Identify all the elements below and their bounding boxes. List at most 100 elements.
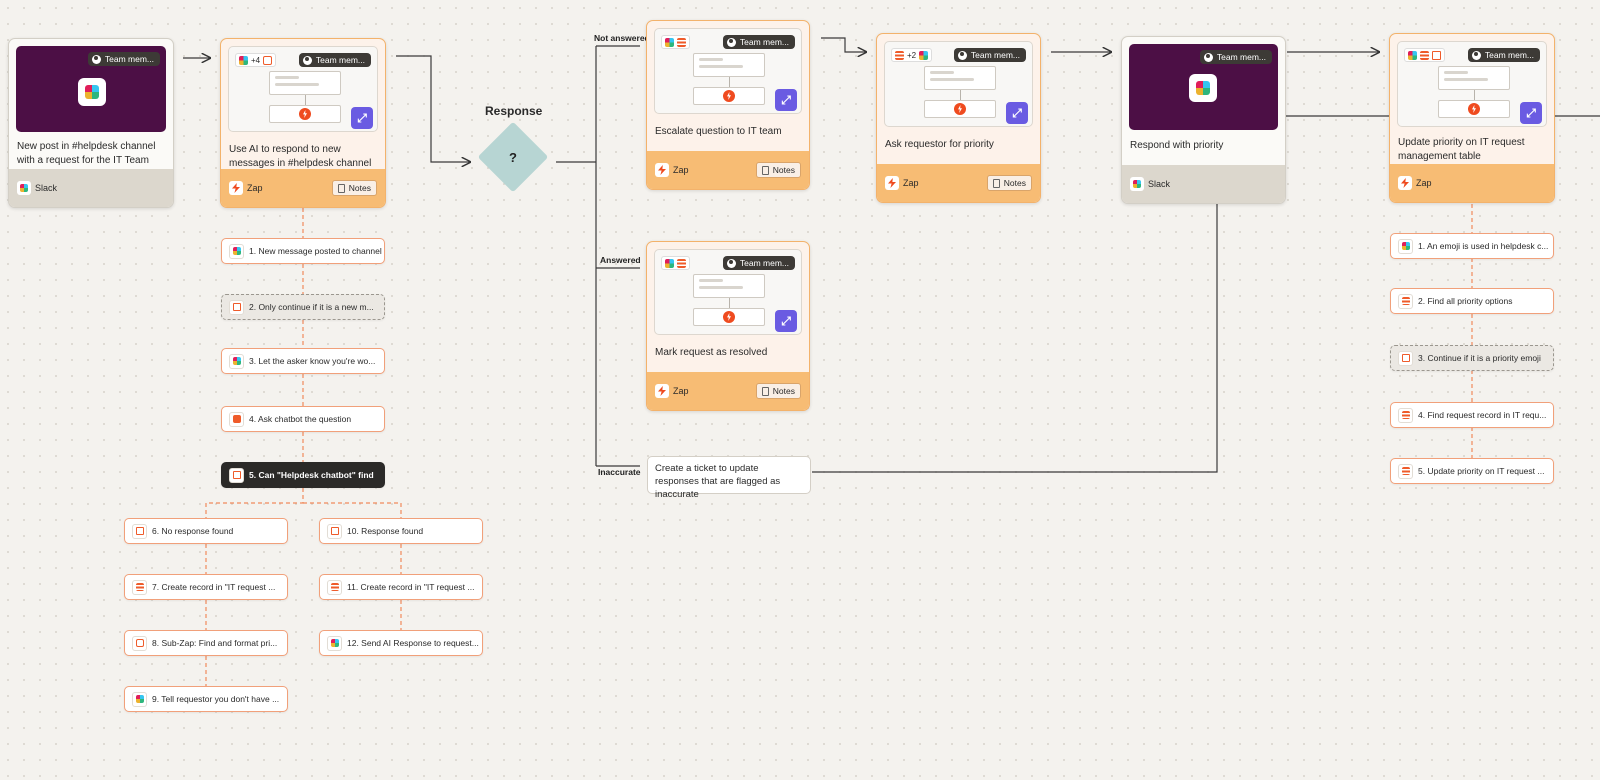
path-icon [327, 523, 342, 539]
filter-icon [229, 299, 244, 315]
branch-label-not-answered: Not answered [594, 33, 650, 43]
table-icon [1398, 293, 1413, 309]
user-icon [91, 54, 101, 64]
card-preview: +2 Team mem... ⤢ [884, 41, 1033, 127]
card-preview: Team mem... [16, 46, 166, 132]
right-step-4[interactable]: 4. Find request record in IT requ... [1390, 402, 1554, 428]
trigger-card[interactable]: Team mem... New post in #helpdesk channe… [8, 38, 174, 208]
step-3[interactable]: 3. Let the asker know you're wo... [221, 348, 385, 374]
inaccurate-ticket-node[interactable]: Create a ticket to update responses that… [647, 456, 811, 500]
team-member-chip[interactable]: Team mem... [1199, 50, 1272, 64]
card-title: New post in #helpdesk channel with a req… [17, 141, 156, 166]
filter-icon [1398, 350, 1413, 366]
team-member-chip[interactable]: Team mem... [298, 53, 371, 67]
zap-bolt-icon [954, 103, 966, 115]
expand-button[interactable]: ⤢ [775, 310, 797, 332]
slack-icon [327, 635, 342, 651]
table-icon [677, 258, 686, 268]
team-member-chip[interactable]: Team mem... [953, 48, 1026, 62]
zap-bolt-icon [723, 90, 735, 102]
slack-icon [1398, 238, 1413, 254]
zap-card-ai-respond[interactable]: +4 Team mem... ⤢ Use AI to respond to ne… [220, 38, 386, 208]
notes-button[interactable]: Notes [986, 175, 1032, 191]
right-step-1[interactable]: 1. An emoji is used in helpdesk c... [1390, 233, 1554, 259]
zap-icon [1398, 176, 1412, 190]
team-member-chip[interactable]: Team mem... [722, 256, 795, 270]
zap-icon [885, 176, 899, 190]
zap-card-escalate[interactable]: Team mem... ⤢ Escalate question to IT te… [646, 20, 810, 190]
slack-card-respond-priority[interactable]: Team mem... Respond with priority Slack [1121, 36, 1286, 204]
expand-button[interactable]: ⤢ [351, 107, 373, 129]
user-icon [726, 37, 736, 47]
zap-card-resolved[interactable]: Team mem... ⤢ Mark request as resolved Z… [646, 241, 810, 411]
app-icons-group [661, 256, 690, 270]
expand-button[interactable]: ⤢ [775, 89, 797, 111]
table-icon [677, 37, 686, 47]
user-icon [957, 50, 967, 60]
team-member-chip[interactable]: Team mem... [722, 35, 795, 49]
card-footer: Zap Notes [647, 372, 809, 410]
card-title: Respond with priority [1130, 140, 1224, 151]
app-icons-group: +4 [235, 53, 277, 67]
user-icon [1471, 50, 1481, 60]
slack-icon [132, 691, 147, 707]
step-9[interactable]: 9. Tell requestor you don't have ... [124, 686, 288, 712]
zap-icon [655, 163, 669, 177]
card-title: Use AI to respond to new messages in #he… [229, 144, 372, 169]
slack-icon [1408, 50, 1417, 60]
path-icon [132, 523, 147, 539]
zap-bolt-icon [1468, 103, 1480, 115]
right-step-3-filter[interactable]: 3. Continue if it is a priority emoji [1390, 345, 1554, 371]
subzap-icon [132, 635, 147, 651]
notes-button[interactable]: Notes [755, 383, 801, 399]
zap-bolt-icon [299, 108, 311, 120]
slack-icon [665, 37, 674, 47]
card-preview: +4 Team mem... ⤢ [228, 46, 378, 132]
card-title: Ask requestor for priority [885, 139, 994, 150]
expand-button[interactable]: ⤢ [1520, 102, 1542, 124]
card-title: Update priority on IT request management… [1398, 137, 1525, 162]
expand-button[interactable]: ⤢ [1006, 102, 1028, 124]
notes-button[interactable]: Notes [331, 180, 377, 196]
right-step-2[interactable]: 2. Find all priority options [1390, 288, 1554, 314]
card-title: Escalate question to IT team [655, 126, 782, 137]
card-preview: Team mem... [1129, 44, 1278, 130]
slack-icon [17, 181, 31, 195]
step-11[interactable]: 11. Create record in "IT request ... [319, 574, 483, 600]
filter-icon [1432, 50, 1441, 60]
table-icon [327, 579, 342, 595]
slack-icon [229, 353, 244, 369]
slack-logo-icon [78, 78, 106, 106]
table-icon [895, 50, 904, 60]
zap-card-ask-priority[interactable]: +2 Team mem... ⤢ Ask requestor for prior… [876, 33, 1041, 203]
slack-icon [229, 243, 244, 259]
zap-bolt-icon [723, 311, 735, 323]
step-10[interactable]: 10. Response found [319, 518, 483, 544]
team-member-chip[interactable]: Team mem... [1467, 48, 1540, 62]
step-6[interactable]: 6. No response found [124, 518, 288, 544]
step-5-paths[interactable]: 5. Can "Helpdesk chatbot" find [221, 462, 385, 488]
notes-icon [761, 386, 769, 396]
decision-title: Response [485, 104, 543, 118]
notes-button[interactable]: Notes [755, 162, 801, 178]
slack-icon [919, 50, 929, 60]
branch-label-answered: Answered [600, 255, 641, 265]
right-step-5[interactable]: 5. Update priority on IT request ... [1390, 458, 1554, 484]
card-footer: Zap Notes [221, 169, 385, 207]
app-icons-group: +2 [891, 48, 933, 62]
step-12[interactable]: 12. Send AI Response to request... [319, 630, 483, 656]
app-icons-group [661, 35, 690, 49]
zap-card-update-priority[interactable]: Team mem... ⤢ Update priority on IT requ… [1389, 33, 1555, 203]
slack-icon [1130, 177, 1144, 191]
table-icon [1420, 50, 1429, 60]
card-preview: Team mem... ⤢ [654, 28, 802, 114]
card-footer: Zap Notes [877, 164, 1040, 202]
team-member-chip[interactable]: Team mem... [87, 52, 160, 66]
card-footer: Slack [1122, 165, 1285, 203]
step-1[interactable]: 1. New message posted to channel [221, 238, 385, 264]
step-4[interactable]: 4. Ask chatbot the question [221, 406, 385, 432]
step-8[interactable]: 8. Sub-Zap: Find and format pri... [124, 630, 288, 656]
step-7[interactable]: 7. Create record in "IT request ... [124, 574, 288, 600]
user-icon [302, 55, 312, 65]
step-2-filter[interactable]: 2. Only continue if it is a new m... [221, 294, 385, 320]
